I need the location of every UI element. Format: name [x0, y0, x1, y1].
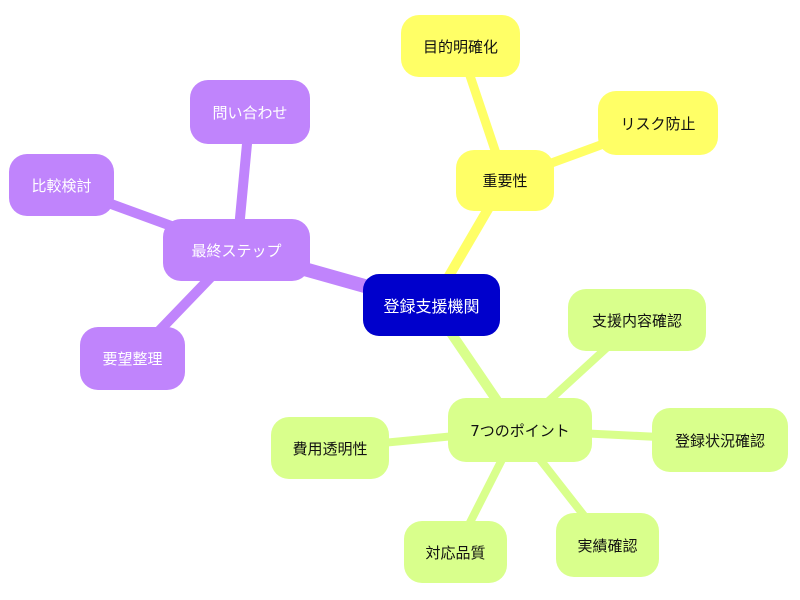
leaf-node-service-quality[interactable]: 対応品質	[404, 521, 507, 583]
root-node[interactable]: 登録支援機関	[363, 274, 500, 336]
leaf-node-comparison[interactable]: 比較検討	[9, 154, 114, 216]
leaf-node-track-record[interactable]: 実績確認	[556, 513, 659, 577]
branch-node-points[interactable]: 7つのポイント	[448, 398, 592, 462]
leaf-node-registration-status[interactable]: 登録状況確認	[652, 408, 788, 472]
leaf-node-purpose[interactable]: 目的明確化	[401, 15, 520, 77]
branch-node-final-steps[interactable]: 最終ステップ	[163, 219, 310, 281]
leaf-node-risk[interactable]: リスク防止	[598, 91, 718, 155]
branch-node-importance[interactable]: 重要性	[456, 150, 554, 211]
leaf-node-cost-transparency[interactable]: 費用透明性	[271, 417, 389, 479]
leaf-node-organize-requests[interactable]: 要望整理	[80, 327, 185, 390]
leaf-node-inquiry[interactable]: 問い合わせ	[190, 80, 310, 144]
leaf-node-support-content[interactable]: 支援内容確認	[568, 289, 706, 351]
